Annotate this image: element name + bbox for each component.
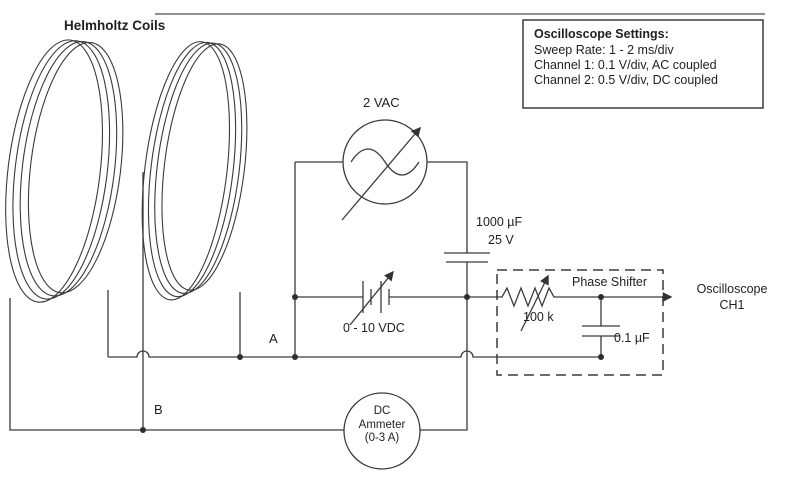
circuit-wires — [9, 161, 663, 431]
junction-ps-bottom — [598, 354, 604, 360]
node-b-label: B — [154, 402, 163, 417]
oscilloscope-channel-1: Channel 1: 0.1 V/div, AC coupled — [534, 58, 717, 72]
phase-shifter-capacitor-value: 0.1 µF — [614, 331, 650, 345]
oscilloscope-settings-title: Oscilloscope Settings: — [534, 27, 669, 41]
wire-right-bus — [420, 262, 468, 431]
junction-dc-left — [292, 294, 298, 300]
junction-node-a — [292, 354, 298, 360]
filter-capacitor-rating: 25 V — [488, 233, 514, 247]
ammeter-label: DC Ammeter (0-3 A) — [344, 405, 420, 446]
filter-capacitor-value: 1000 µF — [476, 215, 523, 229]
ac-source-label: 2 VAC — [363, 95, 400, 110]
helmholtz-coil-left — [5, 39, 124, 303]
dc-ammeter-symbol — [343, 392, 421, 470]
variable-arrow-icon — [341, 126, 421, 221]
sine-wave-icon — [350, 148, 420, 176]
ammeter-line2: Ammeter — [358, 418, 406, 431]
oscilloscope-settings-box — [522, 19, 764, 109]
dc-source-label: 0 - 10 VDC — [343, 321, 405, 335]
diagram-title: Helmholtz Coils — [64, 18, 166, 33]
junction-dc-right — [464, 294, 470, 300]
junction-ps-top — [598, 294, 604, 300]
oscilloscope-output-line2: CH1 — [719, 298, 745, 312]
node-a-label: A — [269, 331, 278, 346]
helmholtz-coil-right — [141, 41, 248, 301]
wire-a-rail — [108, 350, 600, 358]
wire-ac-right — [427, 161, 468, 253]
ac-source-symbol — [341, 119, 428, 221]
battery-variable-arrow-icon — [349, 270, 394, 326]
oscilloscope-sweep-rate: Sweep Rate: 1 - 2 ms/div — [534, 43, 674, 57]
phase-shifter-box — [496, 269, 664, 376]
wire-bottom-left — [9, 298, 344, 431]
resistor-100k-zigzag — [467, 286, 663, 308]
phase-shifter-title: Phase Shifter — [572, 275, 648, 289]
resistor-variable-arrow-icon — [520, 274, 549, 332]
oscilloscope-output-line1: Oscilloscope — [696, 282, 768, 296]
phase-shifter-resistor-value: 100 k — [523, 310, 554, 324]
junction-coil-a-rail — [237, 354, 243, 360]
ammeter-line3: (0-3 A) — [364, 432, 400, 444]
oscilloscope-channel-2: Channel 2: 0.5 V/div, DC coupled — [534, 73, 718, 87]
junction-node-b — [140, 427, 146, 433]
junction-dots — [140, 294, 604, 433]
ammeter-line1: DC — [373, 405, 391, 417]
oscilloscope-output-label: Oscilloscope CH1 — [684, 281, 780, 313]
